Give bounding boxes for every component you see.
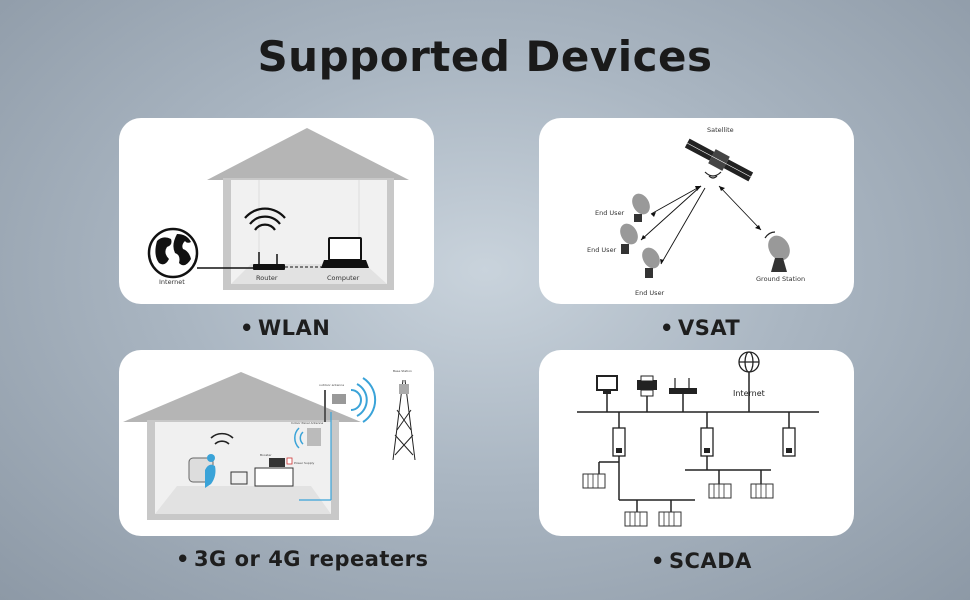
power-supply-label: Power Supply	[294, 461, 314, 465]
repeaters-diagram: outdoor antenna Base Station Indoor Pane…	[123, 369, 416, 520]
scada-card: Internet	[539, 350, 854, 536]
house-roof	[123, 372, 361, 422]
ground-station-icon	[764, 231, 790, 272]
scada-caption-text: SCADA	[668, 549, 752, 573]
laptop-icon	[321, 237, 369, 268]
dish-icon	[620, 193, 660, 278]
vsat-caption: •VSAT	[660, 316, 740, 340]
page-title: Supported Devices	[257, 32, 713, 81]
router-icon	[253, 252, 285, 270]
outdoor-antenna-label: outdoor antenna	[319, 383, 344, 387]
bullet: •	[176, 547, 190, 571]
scada-caption: •SCADA	[651, 549, 752, 573]
base-station-label: Base Station	[393, 369, 412, 373]
vsat-caption-text: VSAT	[677, 316, 741, 340]
router-icon	[669, 378, 697, 394]
bullet: •	[651, 549, 665, 573]
repeaters-caption-text: 3G or 4G repeaters	[193, 547, 429, 571]
person-icon	[205, 464, 216, 488]
wlan-caption: •WLAN	[240, 316, 330, 340]
wifi-icon	[244, 207, 286, 231]
computer-label: Computer	[327, 274, 360, 282]
wlan-caption-text: WLAN	[257, 316, 331, 340]
house-roof	[207, 128, 409, 180]
scada-diagram: Internet	[577, 351, 819, 527]
end-user-label-3: End User	[635, 289, 665, 297]
satellite-label: Satellite	[707, 126, 734, 134]
wlan-card: Internet Router Computer	[119, 118, 434, 304]
wifi-icon	[210, 432, 234, 445]
vsat-diagram: Satellite	[587, 126, 805, 297]
booster-icon	[269, 458, 285, 467]
internet-label: Internet	[159, 278, 185, 286]
end-user-label-2: End User	[587, 246, 617, 254]
power-icon	[286, 457, 293, 465]
indoor-antenna-label: Indoor Panel Antenna	[291, 421, 323, 425]
printer-icon	[637, 375, 657, 397]
repeaters-card: outdoor antenna Base Station Indoor Pane…	[119, 350, 434, 536]
wlan-diagram: Internet Router Computer	[147, 128, 409, 290]
monitor-icon	[596, 375, 618, 394]
ground-station-label: Ground Station	[756, 275, 805, 283]
module-rack-icon	[582, 473, 774, 527]
repeaters-caption: •3G or 4G repeaters	[176, 547, 429, 571]
end-user-label-1: End User	[595, 209, 625, 217]
vsat-card: Satellite	[539, 118, 854, 304]
panel-antenna-icon	[307, 428, 321, 446]
bullet: •	[660, 316, 674, 340]
bullet: •	[240, 316, 254, 340]
satellite-icon	[684, 138, 754, 182]
outdoor-antenna-icon	[324, 390, 346, 422]
globe-icon	[738, 351, 760, 373]
globe-icon	[147, 227, 199, 279]
router-label: Router	[256, 274, 278, 282]
tower-icon	[392, 379, 416, 461]
booster-label: Booster	[260, 453, 272, 457]
